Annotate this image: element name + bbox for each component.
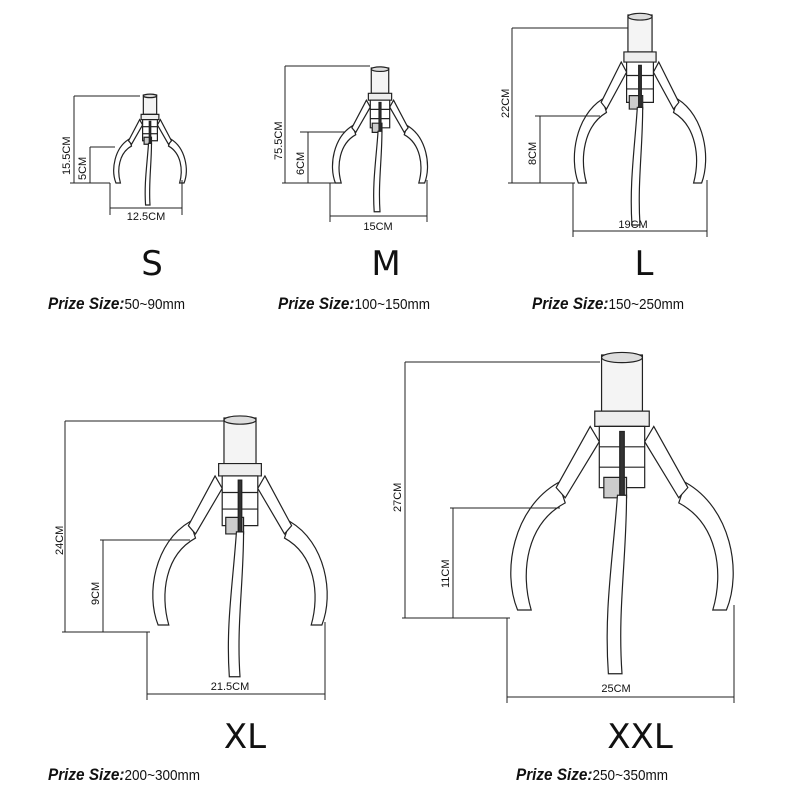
claw-xl-drawing — [151, 414, 329, 678]
claw-s-height: 15.5CM — [61, 136, 73, 175]
prize-size-xxl: Prize Size:250~350mm — [516, 765, 668, 785]
prize-value: 50~90mm — [124, 296, 185, 313]
claw-s-size: S — [141, 244, 163, 284]
claw-s-finger: 5CM — [77, 157, 89, 180]
claw-xl-height: 24CM — [54, 526, 66, 555]
claw-xxl-size: XXL — [607, 717, 673, 757]
claw-l-width: 19CM — [618, 219, 647, 231]
claw-m-height: 75.5CM — [273, 121, 285, 160]
claw-m-finger: 6CM — [295, 152, 307, 175]
claw-xl-width: 21.5CM — [211, 681, 250, 693]
prize-label: Prize Size: — [48, 765, 125, 784]
prize-size-m: Prize Size:100~150mm — [278, 294, 430, 314]
claw-s-width: 12.5CM — [127, 211, 166, 223]
claw-s-drawing — [113, 93, 187, 206]
claw-l: 22CM 8CM 19CM L — [500, 12, 708, 284]
claw-xxl: 27CM 11CM 25CM XXL — [392, 350, 735, 757]
prize-size-s: Prize Size:50~90mm — [48, 294, 185, 314]
claw-l-size: L — [635, 244, 654, 284]
prize-value: 200~300mm — [124, 767, 200, 784]
prize-label: Prize Size: — [532, 294, 609, 313]
prize-label: Prize Size: — [516, 765, 593, 784]
claw-s: 15.5CM 5CM 12.5CM S — [61, 93, 187, 284]
claw-xl-size: XL — [224, 717, 266, 757]
claw-m-size: M — [371, 244, 400, 284]
claw-m-width: 15CM — [363, 221, 392, 233]
prize-label: Prize Size: — [48, 294, 125, 313]
prize-value: 100~150mm — [354, 296, 430, 313]
claw-l-height: 22CM — [500, 89, 512, 118]
claw-xxl-height: 27CM — [392, 483, 404, 512]
claw-xxl-finger: 11CM — [440, 559, 452, 588]
prize-value: 250~350mm — [592, 767, 668, 784]
claw-l-finger: 8CM — [527, 142, 539, 165]
prize-size-xl: Prize Size:200~300mm — [48, 765, 200, 785]
claw-xxl-drawing — [509, 350, 735, 676]
prize-value: 150~250mm — [608, 296, 684, 313]
claw-xl: 24CM 9CM 21.5CM XL — [54, 414, 329, 757]
claw-m: 75.5CM 6CM 15CM M — [273, 65, 429, 284]
prize-label: Prize Size: — [278, 294, 355, 313]
claw-xl-finger: 9CM — [90, 582, 102, 605]
prize-size-l: Prize Size:150~250mm — [532, 294, 684, 314]
claw-m-drawing — [331, 66, 429, 213]
claw-l-drawing — [573, 12, 707, 227]
claw-xxl-width: 25CM — [601, 683, 630, 695]
